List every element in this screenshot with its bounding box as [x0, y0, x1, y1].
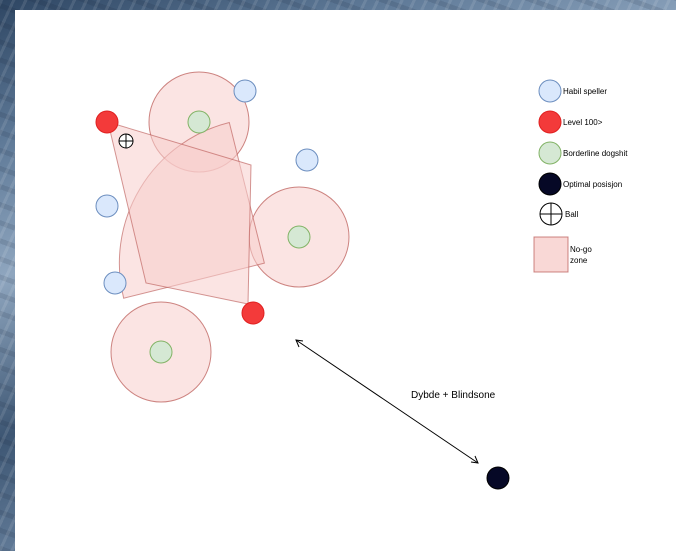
depth-arrow[interactable]: [295, 339, 479, 464]
legend-habil-swatch: [538, 79, 562, 103]
legend-level-swatch: [538, 110, 562, 134]
legend-optimal-label: Optimal posisjon: [563, 180, 622, 189]
legend-habil-label: Habil speller: [563, 87, 607, 96]
level-player-2[interactable]: [241, 301, 265, 325]
legend-borderline-label: Borderline dogshit: [563, 149, 628, 158]
habil-player-4[interactable]: [103, 271, 127, 295]
optimal-position[interactable]: [486, 466, 510, 490]
habil-player-1[interactable]: [233, 79, 257, 103]
legend-optimal-swatch: [538, 172, 562, 196]
legend-nogo-label-line1: No-go: [570, 245, 592, 254]
depth-blindzone-label: Dybde + Blindsone: [411, 390, 496, 401]
borderline-player-2[interactable]: [287, 225, 311, 249]
ball-icon[interactable]: [118, 133, 134, 149]
habil-player-2[interactable]: [295, 148, 319, 172]
legend-ball-icon: [539, 202, 563, 226]
legend-nogo-swatch: [533, 236, 569, 273]
borderline-player-1[interactable]: [187, 110, 211, 134]
legend-level-label: Level 100>: [563, 118, 603, 127]
legend: Habil speller Level 100> Borderline dogs…: [533, 79, 628, 273]
level-player-1[interactable]: [95, 110, 119, 134]
habil-player-3[interactable]: [95, 194, 119, 218]
legend-ball-label: Ball: [565, 210, 579, 219]
borderline-player-3[interactable]: [149, 340, 173, 364]
legend-borderline-swatch: [538, 141, 562, 165]
legend-nogo-label-line2: zone: [570, 256, 588, 265]
